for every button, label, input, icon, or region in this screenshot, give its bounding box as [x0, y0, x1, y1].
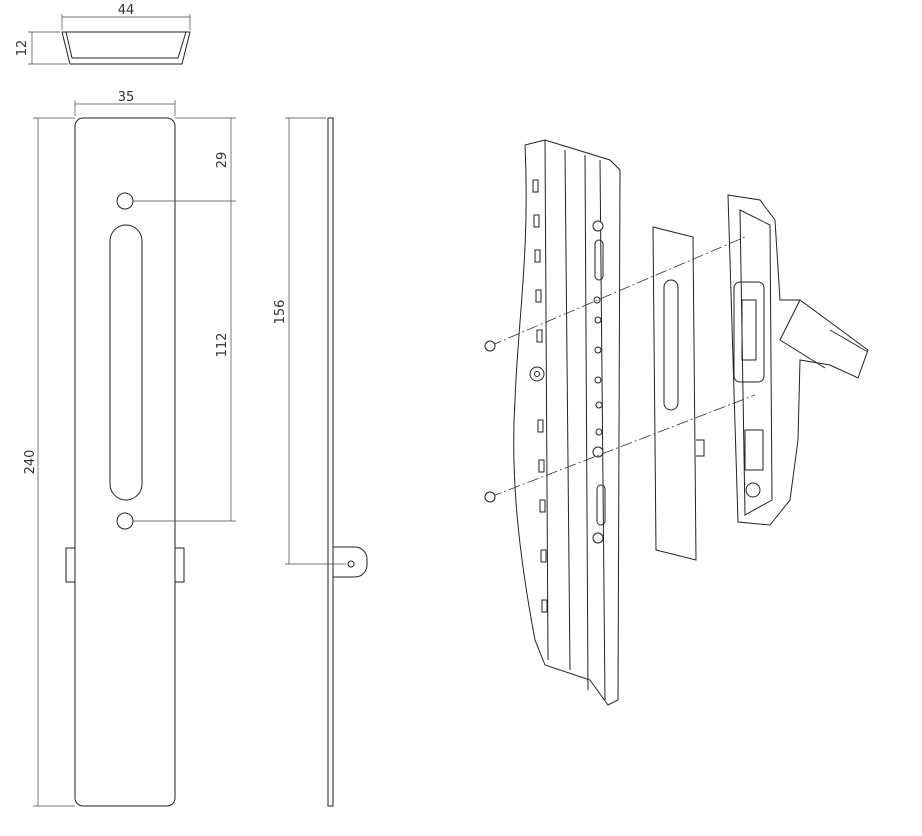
dim-plate-width: 35: [118, 90, 135, 105]
slot: [109, 224, 143, 501]
plate-front-view: 35 240 29 112: [23, 90, 236, 807]
dim-profile-width: 44: [118, 3, 135, 18]
dim-total-length: 240: [23, 450, 38, 475]
profile-section-view: 44 12: [15, 3, 191, 65]
dim-bracket-height: 156: [273, 300, 288, 325]
exploded-assembly-view: [484, 139, 869, 706]
mount-hole-bottom: [116, 512, 134, 530]
mount-hole-top: [116, 192, 134, 210]
plate-side-view: 156: [273, 117, 368, 807]
rail-holes: [532, 179, 603, 613]
dim-profile-height: 12: [15, 40, 30, 57]
dim-hole-spacing: 112: [215, 333, 230, 358]
screw-bottom: [484, 491, 496, 503]
dim-top-to-hole: 29: [215, 152, 230, 169]
screw-top: [484, 340, 496, 352]
